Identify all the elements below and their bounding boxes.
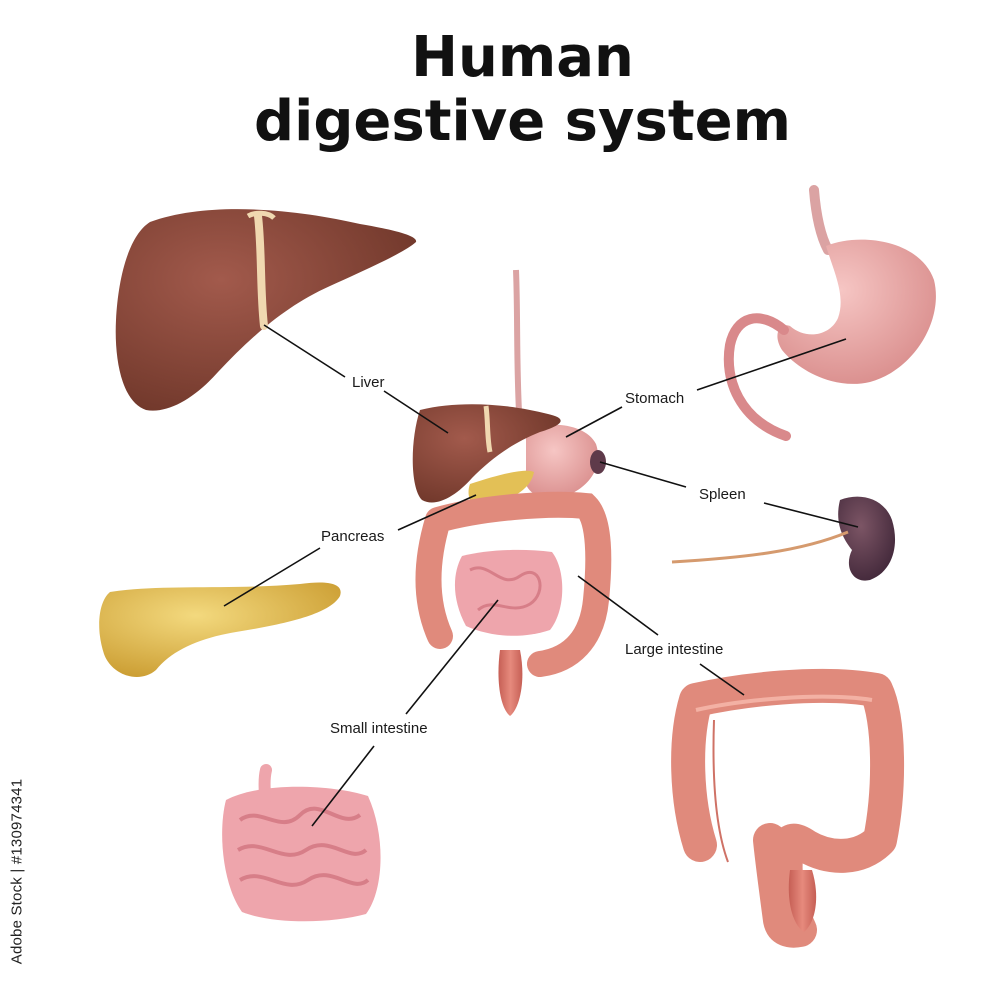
diagram-title: Human digestive system	[0, 26, 1000, 154]
pancreas-illustration	[99, 582, 341, 677]
leader-spleen-center	[599, 461, 687, 488]
leader-large-int-big	[699, 663, 745, 696]
leader-stomach-center	[565, 406, 623, 438]
stock-id-text: Adobe Stock | #130974341	[8, 778, 26, 965]
center-digestive-system	[412, 269, 612, 716]
leader-liver-center	[383, 390, 449, 434]
label-stomach: Stomach	[625, 390, 685, 407]
leader-pancreas-center	[397, 494, 477, 531]
label-small-intestine: Small intestine	[330, 720, 428, 737]
small-intestine-illustration	[222, 764, 381, 922]
leader-liver-big	[263, 324, 346, 378]
label-spleen: Spleen	[699, 486, 746, 503]
leader-large-int-center	[577, 575, 659, 636]
leader-small-int-big	[311, 745, 375, 827]
leader-stomach-big	[696, 338, 847, 391]
label-liver: Liver	[352, 374, 385, 391]
leader-lines	[223, 324, 859, 827]
stomach-illustration	[723, 185, 936, 441]
label-pancreas: Pancreas	[321, 528, 385, 545]
leader-spleen-big	[763, 502, 859, 528]
title-line-1: Human	[411, 25, 634, 90]
leader-pancreas-big	[223, 547, 321, 607]
label-large-intestine: Large intestine	[625, 641, 724, 658]
liver-illustration	[115, 209, 417, 411]
spleen-illustration	[671, 496, 896, 581]
stock-id-vertical: Adobe Stock | #130974341	[6, 768, 28, 978]
title-line-2: digestive system	[254, 89, 791, 154]
leader-small-int-center	[405, 599, 499, 715]
large-intestine-illustration	[671, 668, 905, 948]
